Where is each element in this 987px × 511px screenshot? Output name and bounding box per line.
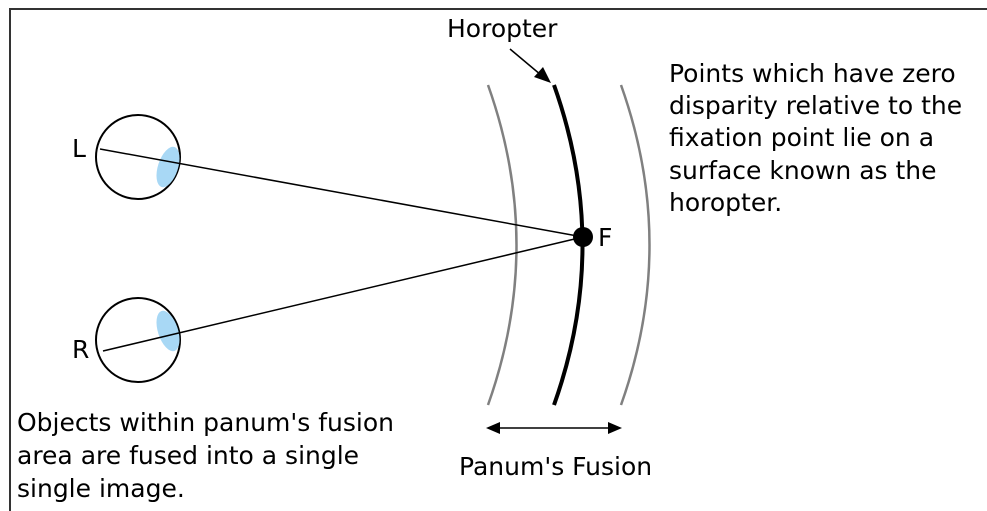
left-eye-label: L [72,134,86,163]
right-text-line-3: fixation point lie on a [669,123,934,152]
left-eye-lens [156,146,180,188]
fusion-boundary-far [619,84,651,406]
fusion-boundary-near [486,84,518,406]
right-eye-label: R [72,335,89,364]
panum-fusion-label: Panum's Fusion [459,452,652,481]
right-text-line-5: horopter. [669,188,782,217]
fixation-point [573,227,593,247]
right-text-line-4: surface known as the [669,156,937,185]
horopter-pointer-arrowhead [534,67,551,83]
right-sight-line [102,236,584,352]
left-text-line-2: area are fused into a single [17,441,359,470]
panum-arrowhead-right [608,422,622,434]
left-text-line-1: Objects within panum's fusion [17,408,394,437]
left-sight-line [99,148,584,238]
horopter-label: Horopter [447,14,558,43]
right-text-line-2: disparity relative to the [669,91,962,120]
figure-border [9,8,987,511]
right-text-line-1: Points which have zero [669,59,956,88]
left-text-line-3: single image. [17,474,185,503]
right-eye-lens [156,310,180,352]
horopter-pointer-line [509,48,542,76]
panum-arrowhead-left [486,422,500,434]
fixation-label: F [598,223,612,252]
